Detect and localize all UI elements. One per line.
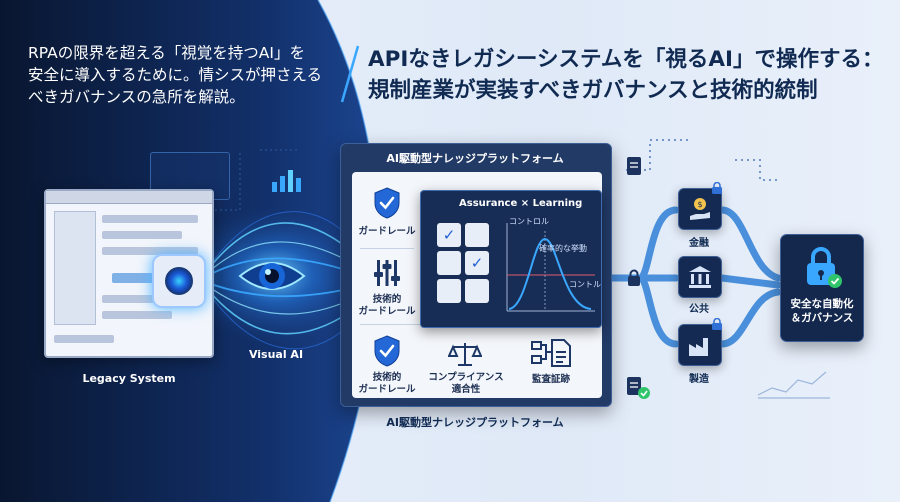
compliance-line-1: コンプライアンス	[428, 372, 504, 383]
check-icon: ✓	[470, 254, 484, 272]
grid-cell	[465, 279, 489, 303]
control-right-label: コントル	[569, 280, 601, 289]
safe-automation-box: 安全な自動化 ＆ガバナンス	[780, 234, 864, 342]
finance-label: 金融	[689, 238, 709, 249]
flow-doc-icon	[531, 339, 571, 367]
bar-chart-icon	[272, 170, 301, 192]
headline-slash	[340, 45, 360, 103]
form-field	[102, 247, 198, 255]
grid-cell-checked: ✓	[465, 251, 489, 275]
shield-check-icon-2	[374, 335, 400, 367]
grid-cell	[465, 223, 489, 247]
sliders-icon	[374, 260, 400, 286]
window-sidebar	[54, 211, 96, 325]
visual-ai-label: Visual AI	[248, 348, 304, 361]
headline: APIなきレガシーシステムを「視るAI」で操作する： 規制産業が実装すべきガバナ…	[368, 44, 888, 106]
probabilistic-label: 確率的な挙動	[539, 244, 587, 253]
svg-text:$: $	[697, 200, 702, 209]
grid-cell	[437, 251, 461, 275]
tech-guardrail-line-1: 技術的	[372, 294, 402, 305]
legacy-system-label: Legacy System	[82, 372, 176, 385]
guardrail-label: ガードレール	[358, 226, 416, 237]
safe-automation-label: 安全な自動化 ＆ガバナンス	[781, 297, 863, 325]
manufacturing-label: 製造	[689, 374, 709, 385]
public-box	[678, 256, 722, 298]
window-titlebar	[46, 191, 212, 204]
compliance-line-2: 適合性	[451, 384, 481, 395]
intro-line-3: べきガバナンスの急所を解説。	[28, 88, 245, 106]
audit-trail-label: 監査証跡	[531, 374, 570, 385]
tech-guardrail-b-line-1: 技術的	[372, 372, 402, 383]
mini-line-graph	[757, 371, 830, 399]
padlock-check-icon	[807, 247, 842, 288]
camera-icon	[152, 254, 206, 308]
form-field	[102, 311, 172, 319]
safe-line-1: 安全な自動化	[790, 298, 854, 310]
form-field	[54, 335, 114, 343]
document-check-icon	[627, 377, 650, 399]
grid-cell	[437, 279, 461, 303]
grid-cell-checked: ✓	[437, 223, 461, 247]
balance-scale-icon	[448, 343, 482, 366]
headline-line-2: 規制産業が実装すべきガバナンスと技術的統制	[368, 78, 818, 103]
control-top-label: コントロル	[509, 217, 549, 226]
finance-box: $	[678, 188, 722, 230]
manufacturing-box	[678, 324, 722, 366]
form-field	[102, 231, 182, 239]
form-field	[102, 215, 198, 223]
platform-title: AI駆動型ナレッジプラットフォーム	[386, 152, 564, 165]
intro-text: RPAの限界を超える「視覚を持つAI」を 安全に導入するために。情シスが押さえる…	[28, 42, 338, 108]
probability-curve	[506, 223, 595, 312]
safe-line-2: ＆ガバナンス	[790, 312, 854, 324]
check-icon: ✓	[442, 226, 456, 244]
divider	[360, 248, 414, 249]
money-hand-icon: $	[690, 198, 710, 220]
padlock-badge-icon-2	[712, 318, 722, 330]
padlock-badge-icon	[712, 182, 722, 194]
public-label: 公共	[689, 304, 709, 315]
document-icon	[627, 157, 641, 175]
bank-icon	[689, 266, 711, 288]
intro-line-1: RPAの限界を超える「視覚を持つAI」を	[28, 44, 305, 62]
tech-guardrail-label-bottom: 技術的 ガードレール	[352, 372, 422, 396]
form-button	[112, 273, 180, 283]
tech-guardrail-line-2: ガードレール	[358, 306, 416, 317]
assurance-title: Assurance × Learning	[459, 198, 583, 209]
intro-line-2: 安全に導入するために。情シスが押さえる	[28, 66, 323, 84]
platform-bottom-label: AI駆動型ナレッジプラットフォーム	[386, 416, 564, 429]
lock-icon	[628, 269, 640, 286]
camera-lens	[165, 267, 193, 295]
factory-icon	[689, 338, 708, 356]
shield-check-icon	[374, 187, 400, 219]
compliance-label: コンプライアンス 適合性	[424, 372, 508, 396]
tech-guardrail-label: 技術的 ガードレール	[352, 294, 422, 318]
headline-line-1: APIなきレガシーシステムを「視るAI」で操作する：	[368, 47, 884, 72]
form-field	[102, 295, 192, 303]
assurance-learning-panel: Assurance × Learning ✓ ✓ コントロル 確率的な挙動 コン…	[420, 190, 602, 328]
tech-guardrail-b-line-2: ガードレール	[358, 384, 416, 395]
eye-icon	[238, 262, 306, 290]
